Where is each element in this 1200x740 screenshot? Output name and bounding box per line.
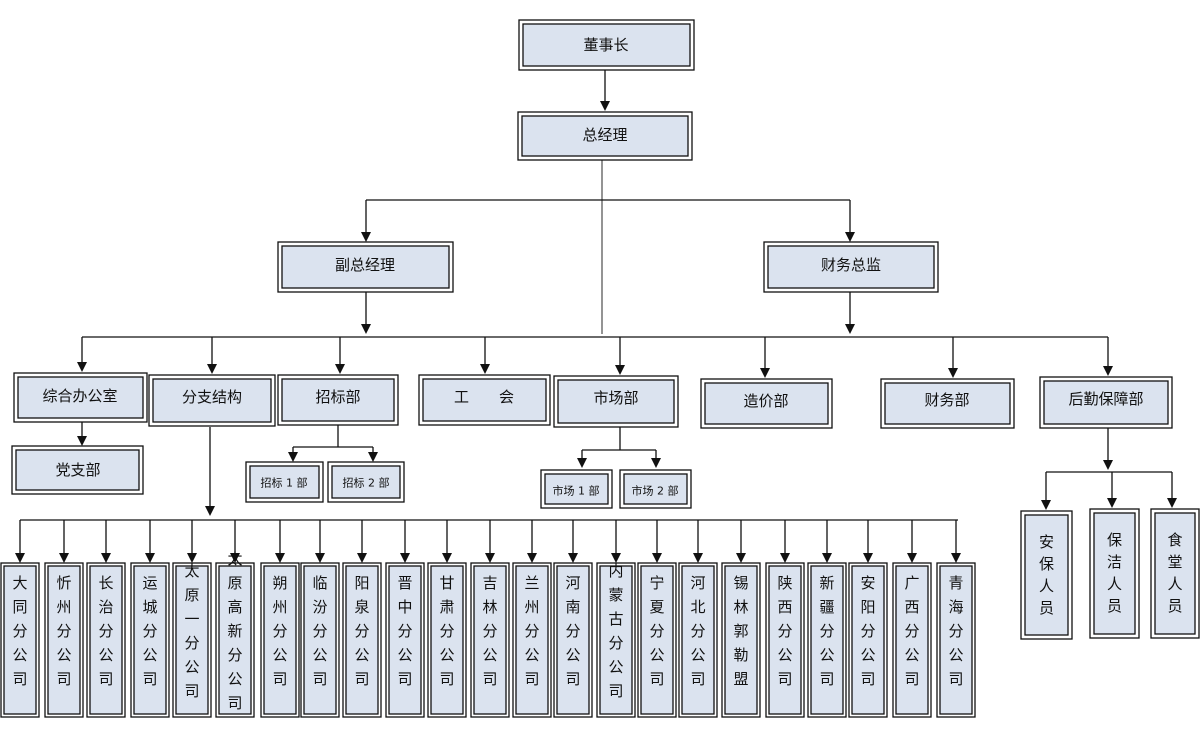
branch-box: 新疆分公司 [807,562,847,718]
branch-box: 吉林分公司 [470,562,510,718]
branch-label: 阳泉分公司 [354,574,369,688]
branch-structure-label: 分支结构 [182,388,242,406]
cleaning-box: 保洁人员 [1089,508,1140,639]
market-2-box: 市场 2 部 [619,469,692,509]
cost-label: 造价部 [743,392,788,410]
branch-box: 宁夏分公司 [637,562,677,718]
branch-box: 河北分公司 [678,562,718,718]
party-branch-label: 党支部 [55,461,100,479]
chairman-label: 董事长 [583,36,628,54]
branch-box: 锡林郭勒盟 [721,562,761,718]
cfo-label: 财务总监 [821,256,881,274]
finance-label: 财务部 [924,391,969,409]
canteen-box: 食堂人员 [1150,508,1200,639]
branch-label: 大同分公司 [12,574,27,688]
branch-label: 宁夏分公司 [649,574,664,688]
branch-label: 新疆分公司 [819,574,834,688]
gm-label: 总经理 [582,126,627,144]
security-label: 安保人员 [1039,533,1054,617]
market-1-label: 市场 1 部 [553,484,600,498]
branch-boxes: 大同分公司 忻州分公司 长治分公司 运城分公司 太原一分公司 太原高新分公司 朔州分公司 临汾… [0,550,976,718]
cleaning-label: 保洁人员 [1107,531,1122,615]
branch-box: 安阳分公司 [848,562,888,718]
logistics-box: 后勤保障部 [1039,376,1173,429]
bidding-2-label: 招标 2 部 [343,476,390,490]
branch-box: 忻州分公司 [44,562,84,718]
branch-label: 临汾分公司 [312,574,327,688]
branch-box: 内蒙古分公司 [596,562,636,718]
branch-box: 大同分公司 [0,562,40,718]
branch-label: 陕西分公司 [777,574,792,688]
branch-box: 太原一分公司 [172,562,212,718]
branch-label: 锡林郭勒盟 [733,574,748,688]
canteen-label: 食堂人员 [1167,531,1182,615]
branch-label: 太原一分公司 [184,562,199,700]
branch-label: 忻州分公司 [56,574,71,688]
branch-structure-box: 分支结构 [148,374,276,427]
deputy-gm-label: 副总经理 [335,256,395,274]
branch-label: 安阳分公司 [860,574,875,688]
branch-label: 内蒙古分公司 [608,562,623,700]
branch-label: 兰州分公司 [524,574,539,688]
security-box: 安保人员 [1020,510,1073,640]
union-label: 工 会 [454,388,514,406]
deputy-gm-box: 副总经理 [277,241,454,293]
branch-label: 河南分公司 [565,574,580,688]
general-office-box: 综合办公室 [13,372,148,423]
bidding-1-box: 招标 1 部 [245,461,324,503]
cfo-box: 财务总监 [763,241,939,293]
connector-lines [15,70,1177,563]
branch-label: 运城分公司 [142,574,157,688]
finance-box: 财务部 [880,378,1015,429]
branch-box: 兰州分公司 [512,562,552,718]
branch-label: 河北分公司 [690,574,705,688]
market-2-label: 市场 2 部 [632,484,679,498]
market-label: 市场部 [593,389,638,407]
union-box: 工 会 [418,374,551,426]
branch-label: 长治分公司 [98,574,113,688]
branch-box: 阳泉分公司 [342,562,382,718]
branch-box: 朔州分公司 [260,562,300,718]
market-1-box: 市场 1 部 [540,469,613,509]
bidding-label: 招标部 [315,388,360,406]
branch-box: 长治分公司 [86,562,126,718]
branch-label: 甘肃分公司 [439,574,454,688]
branch-box: 陕西分公司 [765,562,805,718]
party-branch-box: 党支部 [11,445,144,495]
branch-label: 青海分公司 [948,574,963,688]
gm-box: 总经理 [517,111,693,161]
market-box: 市场部 [553,375,679,428]
bidding-1-label: 招标 1 部 [261,476,308,490]
cost-box: 造价部 [700,378,833,429]
branch-label: 朔州分公司 [272,574,287,688]
branch-box: 青海分公司 [936,562,976,718]
bidding-2-box: 招标 2 部 [327,461,405,503]
general-office-label: 综合办公室 [42,387,117,405]
branch-box: 临汾分公司 [300,562,340,718]
branch-box: 广西分公司 [892,562,932,718]
logistics-label: 后勤保障部 [1068,390,1143,408]
branch-label: 吉林分公司 [482,574,497,688]
branch-label: 晋中分公司 [397,574,412,688]
nodes: 董事长 总经理 副总经理 财务总监 综合办公室 党支部 [0,19,1200,718]
bidding-box: 招标部 [277,374,399,426]
connector-branch-drops [15,520,961,563]
branch-box: 河南分公司 [553,562,593,718]
branch-box: 太原高新分公司 [215,550,255,718]
branch-label: 广西分公司 [904,574,919,688]
chairman-box: 董事长 [518,19,695,71]
branch-box: 运城分公司 [130,562,170,718]
branch-label: 太原高新分公司 [227,550,242,712]
branch-box: 晋中分公司 [385,562,425,718]
branch-box: 甘肃分公司 [427,562,467,718]
